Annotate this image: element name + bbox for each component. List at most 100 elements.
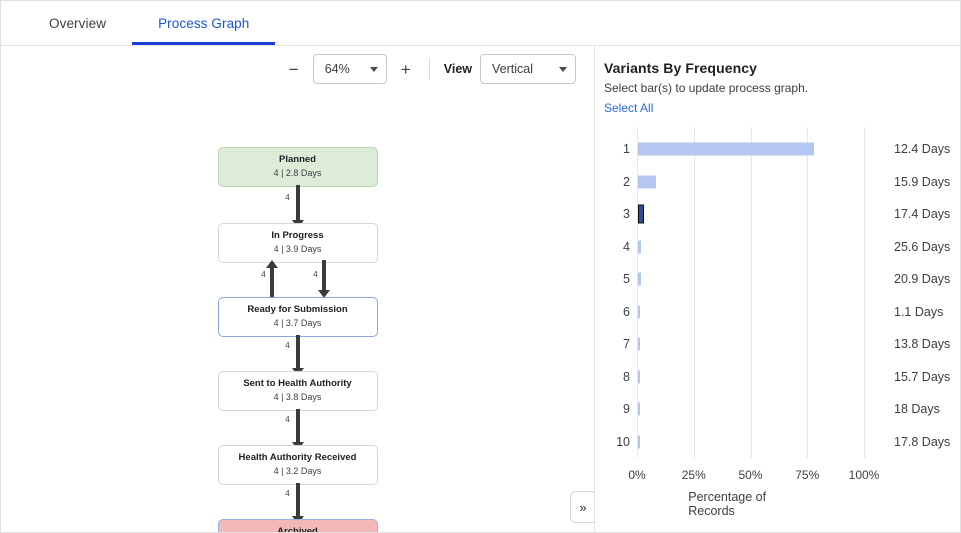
chart-row-label[interactable]: 3 bbox=[623, 207, 630, 221]
chevron-down-icon bbox=[369, 66, 378, 72]
chart-bar[interactable] bbox=[638, 204, 644, 224]
chart-bar[interactable] bbox=[638, 435, 640, 448]
chart-bar[interactable] bbox=[638, 142, 814, 156]
collapse-panel-button[interactable]: » bbox=[570, 491, 594, 523]
select-all-link[interactable]: Select All bbox=[604, 101, 654, 115]
process-graph-pane: − 64% + View Vertical Planned bbox=[1, 46, 595, 532]
tab-overview-label: Overview bbox=[49, 15, 107, 31]
graph-edge-line bbox=[295, 409, 300, 444]
chart-duration-label: 15.9 Days bbox=[894, 174, 951, 189]
graph-node-archived[interactable]: Archived 4 | 12.5 Days bbox=[217, 519, 378, 532]
chart-row-label[interactable]: 4 bbox=[623, 239, 630, 254]
chart-bar[interactable] bbox=[638, 305, 640, 318]
graph-edge-label: 4 bbox=[283, 489, 292, 498]
chart-duration-label: 15.7 Days bbox=[894, 369, 951, 384]
arrow-down-icon bbox=[317, 290, 330, 298]
graph-edge-label: 4 bbox=[283, 193, 292, 202]
graph-edge-label: 4 bbox=[259, 270, 268, 279]
variants-subtitle: Select bar(s) to update process graph. bbox=[604, 81, 809, 95]
chart-bar[interactable] bbox=[638, 337, 640, 351]
node-name: Health Authority Received bbox=[238, 452, 357, 463]
graph-edge-line bbox=[295, 185, 300, 220]
chart-row-label[interactable]: 8 bbox=[623, 369, 630, 384]
chart-duration-label: 25.6 Days bbox=[894, 239, 951, 254]
node-stats: 4 | 3.2 Days bbox=[273, 465, 322, 476]
graph-edge-line bbox=[321, 260, 326, 290]
toolbar-divider bbox=[428, 58, 430, 80]
chart-xtick-label: 100% bbox=[848, 467, 880, 482]
variants-title: Variants By Frequency bbox=[604, 60, 758, 76]
chart-xtick-label: 75% bbox=[795, 467, 820, 482]
graph-node-in-progress[interactable]: In Progress 4 | 3.9 Days bbox=[217, 223, 378, 264]
node-name: Planned bbox=[279, 154, 316, 165]
chart-xtick-label: 50% bbox=[738, 467, 763, 482]
chart-duration-label: 17.4 Days bbox=[894, 207, 951, 221]
node-stats: 4 | 3.9 Days bbox=[273, 243, 322, 254]
process-graph: Planned 4 | 2.8 Days 4 In Progress 4 | 3… bbox=[1, 92, 594, 532]
tab-process-graph-label: Process Graph bbox=[158, 15, 250, 31]
chart-row-label[interactable]: 2 bbox=[623, 174, 630, 189]
chart-x-axis-title: Percentage of Records bbox=[688, 489, 767, 518]
chart-duration-label: 20.9 Days bbox=[894, 272, 951, 286]
chart-duration-label: 1.1 Days bbox=[894, 304, 944, 319]
graph-node-sent-to-health-authority[interactable]: Sent to Health Authority 4 | 3.8 Days bbox=[217, 371, 378, 412]
variants-plot-area[interactable]: 0% 25% 50% 75% 100% 1 12.4 Days 2 15.9 Days 3 17.4… bbox=[616, 127, 950, 518]
chart-bar[interactable] bbox=[638, 370, 640, 383]
zoom-level-value: 64% bbox=[324, 62, 350, 76]
chart-row-label[interactable]: 7 bbox=[623, 337, 630, 351]
tab-process-graph[interactable]: Process Graph bbox=[132, 1, 276, 45]
graph-edge-label: 4 bbox=[311, 270, 320, 279]
chart-gridline bbox=[693, 127, 695, 458]
graph-edge-label: 4 bbox=[283, 415, 292, 424]
graph-edge-label: 4 bbox=[283, 341, 292, 350]
chevron-double-right-icon: » bbox=[579, 499, 587, 515]
chart-duration-label: 17.8 Days bbox=[894, 434, 951, 449]
node-stats: 4 | 2.8 Days bbox=[273, 167, 322, 178]
chart-bar[interactable] bbox=[638, 402, 640, 416]
chart-xtick-label: 25% bbox=[681, 467, 706, 482]
graph-node-ready-for-submission[interactable]: Ready for Submission 4 | 3.7 Days bbox=[217, 297, 378, 338]
chart-gridline bbox=[637, 127, 638, 458]
chart-xtick-label: 0% bbox=[628, 467, 646, 482]
graph-edge-line bbox=[295, 335, 300, 370]
graph-node-health-authority-received[interactable]: Health Authority Received 4 | 3.2 Days bbox=[217, 445, 378, 486]
chart-duration-label: 18 Days bbox=[894, 402, 940, 416]
chart-duration-label: 13.8 Days bbox=[894, 337, 951, 351]
chart-gridline bbox=[807, 127, 809, 458]
arrow-up-icon bbox=[265, 260, 278, 268]
node-stats: 4 | 3.7 Days bbox=[273, 317, 322, 328]
node-name: Archived bbox=[277, 526, 318, 532]
zoom-level-select[interactable]: 64% bbox=[312, 54, 387, 84]
graph-edge-line bbox=[269, 268, 274, 298]
chart-row-label[interactable]: 10 bbox=[616, 434, 630, 449]
chart-row-label[interactable]: 1 bbox=[623, 142, 630, 156]
view-label: View bbox=[443, 62, 472, 76]
graph-canvas[interactable]: Planned 4 | 2.8 Days 4 In Progress 4 | 3… bbox=[1, 92, 594, 532]
graph-node-planned[interactable]: Planned 4 | 2.8 Days bbox=[217, 147, 378, 188]
chart-gridline bbox=[750, 127, 752, 458]
chart-row-label[interactable]: 9 bbox=[623, 402, 630, 416]
tab-overview[interactable]: Overview bbox=[23, 1, 132, 45]
node-name: Sent to Health Authority bbox=[243, 378, 352, 389]
chart-row-label[interactable]: 5 bbox=[623, 272, 630, 286]
content-area: − 64% + View Vertical Planned bbox=[1, 46, 960, 532]
tab-bar: Overview Process Graph bbox=[1, 1, 960, 46]
view-orientation-value: Vertical bbox=[492, 62, 533, 76]
zoom-out-icon[interactable]: − bbox=[288, 59, 299, 79]
graph-edge-line bbox=[295, 483, 300, 518]
graph-toolbar: − 64% + View Vertical bbox=[1, 46, 594, 92]
chart-row-label[interactable]: 6 bbox=[623, 304, 630, 319]
chart-gridline bbox=[864, 127, 865, 458]
node-name: Ready for Submission bbox=[247, 304, 348, 315]
chart-duration-label: 12.4 Days bbox=[894, 142, 951, 156]
zoom-in-icon[interactable]: + bbox=[400, 59, 411, 79]
chevron-down-icon bbox=[559, 66, 567, 72]
view-orientation-select[interactable]: Vertical bbox=[480, 54, 576, 84]
node-name: In Progress bbox=[271, 230, 324, 241]
chart-bar[interactable] bbox=[638, 272, 642, 286]
variants-panel: Variants By Frequency Select bar(s) to u… bbox=[595, 46, 960, 532]
chart-bar[interactable] bbox=[638, 175, 657, 188]
chart-bar[interactable] bbox=[638, 240, 642, 253]
node-stats: 4 | 3.8 Days bbox=[273, 391, 322, 402]
